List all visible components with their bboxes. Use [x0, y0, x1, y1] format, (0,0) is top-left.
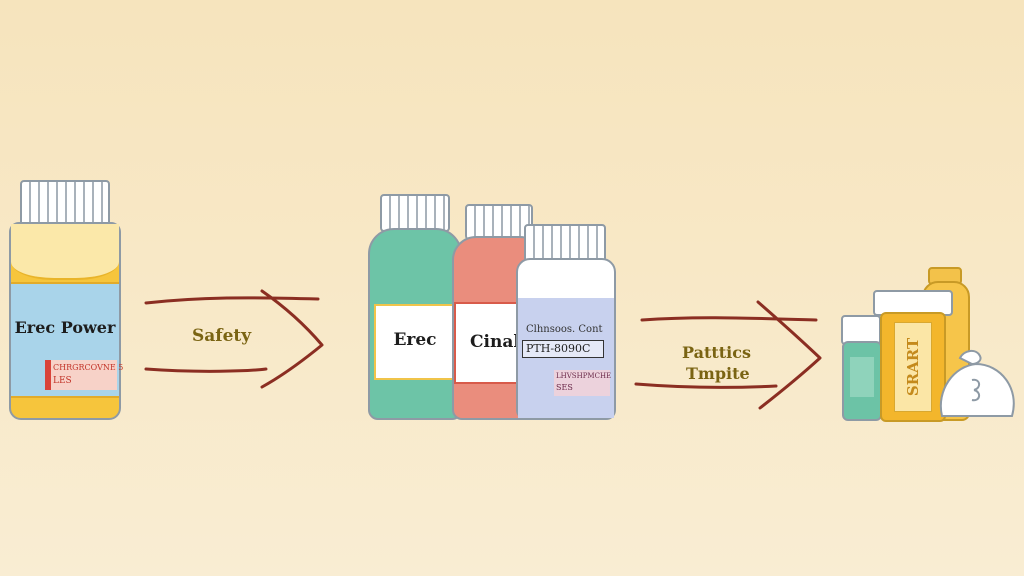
bottle-1-sublabel-line-1: CHRGRCOVNE 5 [53, 363, 124, 372]
bottle-1-body: Erec Power CHRGRCOVNE 5 LES [9, 222, 123, 420]
bottle-1-cap [20, 180, 110, 226]
bottle-1-label-text: Erec Power [14, 318, 116, 337]
arrow-2-label-line-2: Tmpite [686, 364, 750, 383]
bottle-2-label-text: Erec [393, 330, 437, 350]
bottle-7-body [842, 341, 882, 421]
arrow-1 [144, 289, 324, 389]
bottle-2-body: Erec [368, 228, 462, 420]
bottle-4-label: Clhnsoos. Cont PTH-8090C LHVSHPMCHE SES [518, 298, 614, 418]
bottle-1-sublabel-line-2: LES [53, 376, 72, 386]
bottle-4-label-line-2: PTH-8090C [526, 342, 591, 355]
bottle-3-cap [465, 204, 533, 240]
bottle-1-sublabel: CHRGRCOVNE 5 LES [45, 360, 123, 390]
bottle-5-body: SRART [880, 312, 946, 422]
bottle-7-label [850, 357, 874, 397]
bottle-4-label-line-4: SES [556, 383, 573, 392]
bottle-3-label-text: Cinal [470, 332, 520, 352]
bottle-2-label: Erec [374, 304, 456, 380]
bottle-1-label: Erec Power CHRGRCOVNE 5 LES [11, 282, 123, 398]
bottle-4-label-line-1: Clhnsoos. Cont [526, 324, 603, 335]
bottle-5-label-text: SRART [904, 337, 922, 397]
pouch-icon [939, 350, 1015, 417]
bottle-4-label-stripe: LHVSHPMCHE SES [554, 370, 612, 396]
bottle-4-body: Clhnsoos. Cont PTH-8090C LHVSHPMCHE SES [516, 258, 616, 420]
bottle-4-label-box: PTH-8090C [522, 340, 604, 358]
arrow-2-label-line-1: Patttics [682, 343, 751, 362]
bottle-1-liquid-top [11, 224, 119, 280]
arrow-2 [634, 300, 822, 410]
bottle-2-cap [380, 194, 450, 232]
arrow-1-label: Safety [192, 326, 252, 346]
bottle-5-label: SRART [894, 322, 932, 412]
bottle-4-label-line-3: LHVSHPMCHE [556, 372, 612, 380]
bottle-4-cap [524, 224, 606, 262]
